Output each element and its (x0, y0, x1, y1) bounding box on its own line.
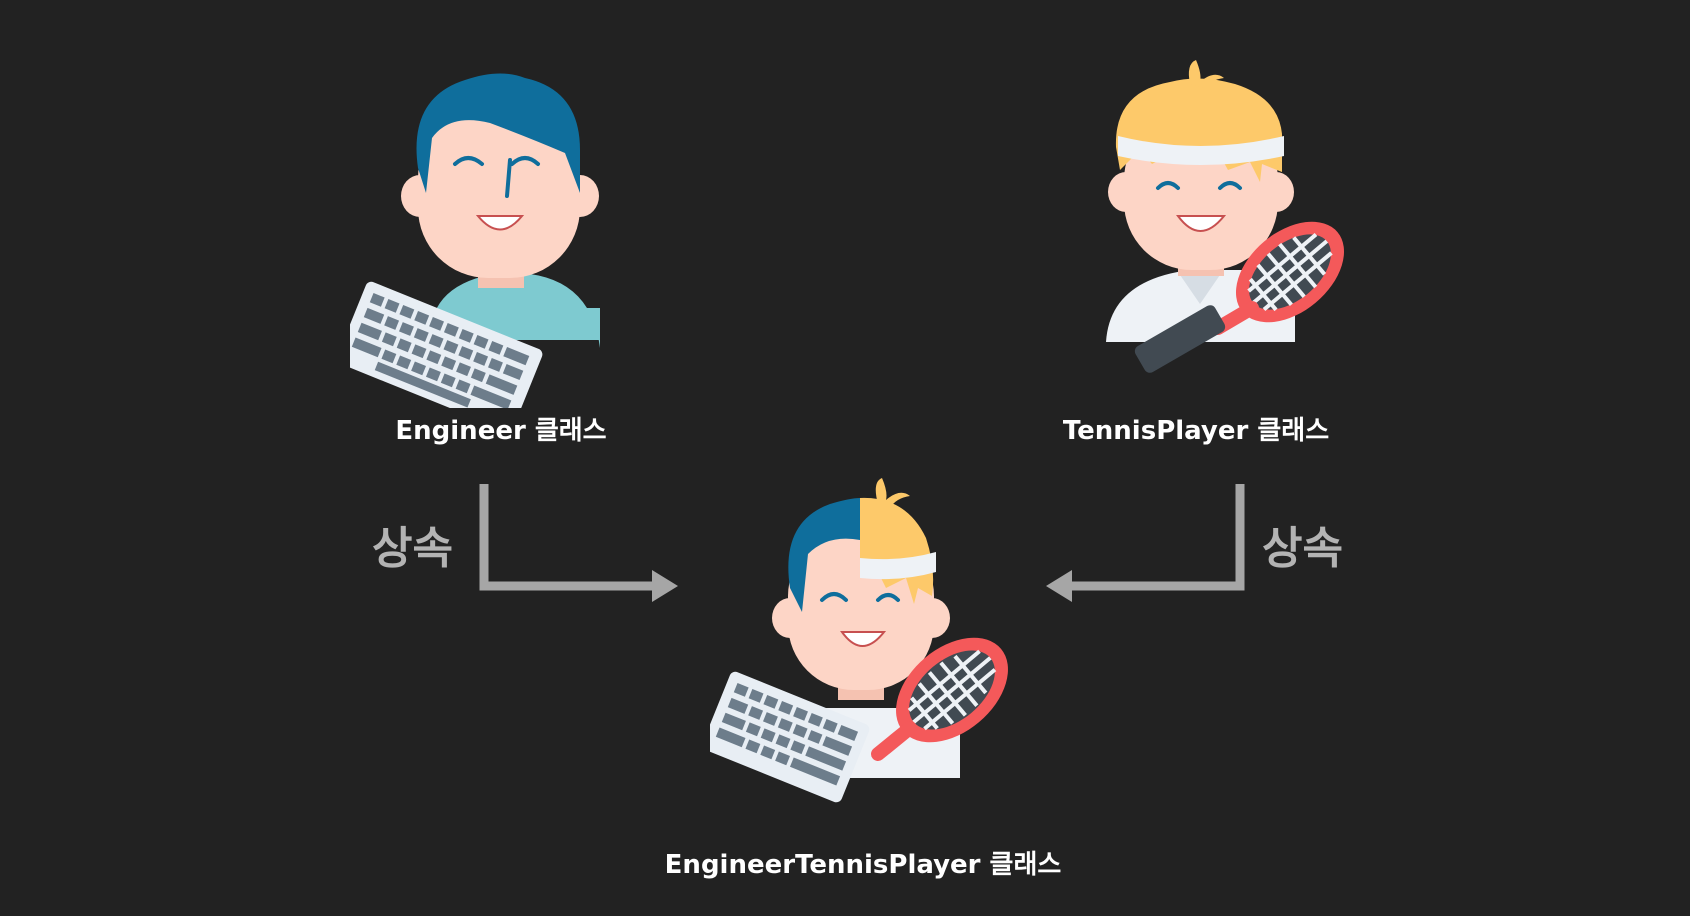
engineer-class-label: Engineer 클래스 (395, 416, 607, 446)
keyboard-icon (350, 281, 543, 408)
engineer-avatar-icon (350, 73, 600, 408)
left-inheritance-arrow (479, 484, 678, 602)
tennis-player-avatar-icon (1106, 60, 1345, 373)
engineer-tennis-player-class-label: EngineerTennisPlayer 클래스 (664, 850, 1062, 880)
tennis-racket-icon (871, 637, 1008, 761)
right-inheritance-label: 상속 (1262, 523, 1343, 574)
keyboard-icon (710, 671, 870, 803)
right-inheritance-arrow (1046, 484, 1245, 602)
tennis-player-class-label: TennisPlayer 클래스 (1062, 416, 1330, 446)
left-inheritance-label: 상속 (372, 523, 453, 574)
engineer-tennis-player-avatar-icon (710, 478, 1008, 803)
tennis-racket-icon (1134, 221, 1345, 373)
